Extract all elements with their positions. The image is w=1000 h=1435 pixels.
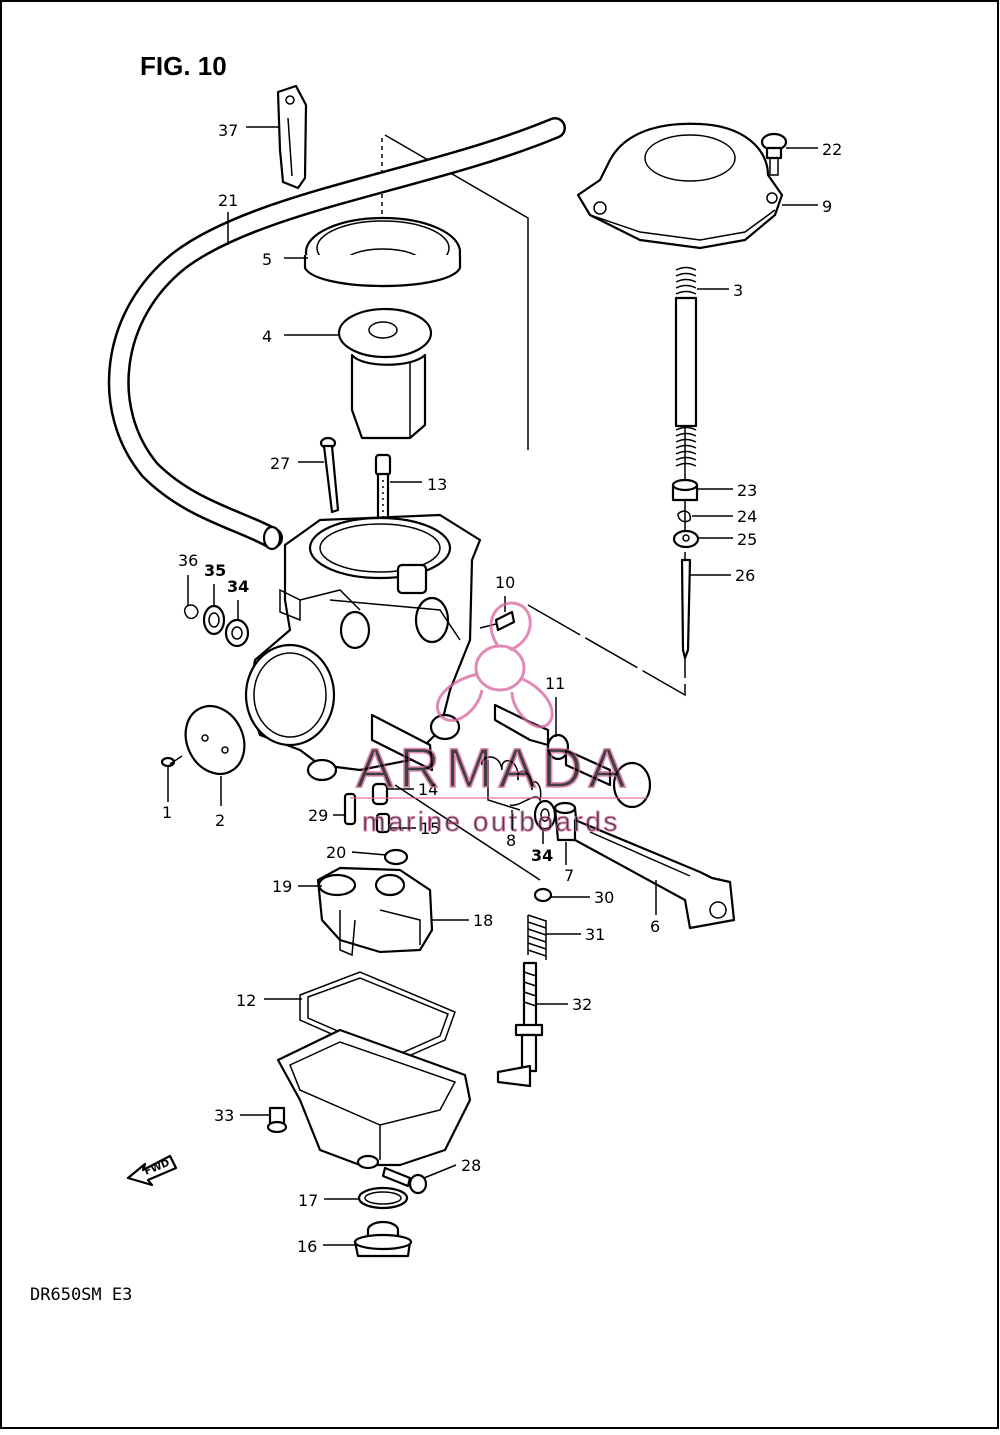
part-screw-33 xyxy=(266,1106,288,1134)
part-spring-3 xyxy=(674,266,698,467)
part-plug-16 xyxy=(353,1220,413,1258)
callout-18: 18 xyxy=(473,911,493,930)
callout-17: 17 xyxy=(298,1191,318,1210)
callout-21: 21 xyxy=(218,191,238,210)
callout-34a: 34 xyxy=(227,577,249,596)
part-screw-27 xyxy=(319,436,340,514)
callout-36: 36 xyxy=(178,551,198,570)
callout-37: 37 xyxy=(218,121,238,140)
callout-29: 29 xyxy=(308,806,328,825)
callout-31: 31 xyxy=(585,925,605,944)
callout-7: 7 xyxy=(564,866,574,885)
callout-6: 6 xyxy=(650,917,660,936)
callout-3: 3 xyxy=(733,281,743,300)
part-oring-17 xyxy=(357,1186,409,1210)
part-clip-37 xyxy=(276,84,308,190)
callout-13: 13 xyxy=(427,475,447,494)
callout-9: 9 xyxy=(822,197,832,216)
part-gasket-12 xyxy=(299,971,456,1063)
part-bush-7 xyxy=(553,801,580,842)
callout-5: 5 xyxy=(262,250,272,269)
callout-10: 10 xyxy=(495,573,515,592)
leader-lines xyxy=(167,126,818,1246)
part-screw-28 xyxy=(381,1166,428,1195)
propeller-logo xyxy=(436,601,554,729)
callout-26: 26 xyxy=(735,566,755,585)
part-pump-18 xyxy=(316,866,434,957)
callout-27: 27 xyxy=(270,454,290,473)
part-screw-10 xyxy=(479,610,516,632)
callout-33: 33 xyxy=(214,1106,234,1125)
callout-12: 12 xyxy=(236,991,256,1010)
leader-line-20 xyxy=(351,851,387,856)
watermark: ARMADA marine outboards xyxy=(350,601,648,838)
part-spring-31 xyxy=(527,914,547,960)
callout-11: 11 xyxy=(545,674,565,693)
part-oring-30 xyxy=(533,887,553,903)
part-washer-34a xyxy=(224,618,250,648)
part-jet-14 xyxy=(371,782,389,806)
fwd-arrow-icon: FWD xyxy=(126,1154,178,1187)
callout-24: 24 xyxy=(737,507,757,526)
model-code: DR650SM E3 xyxy=(30,1285,132,1305)
leader-line-28 xyxy=(423,1164,457,1179)
part-jet-29 xyxy=(343,792,357,826)
part-screw-1 xyxy=(160,755,183,768)
part-diaphragm-5 xyxy=(303,216,462,288)
callout-15: 15 xyxy=(420,819,440,838)
callout-34b: 34 xyxy=(531,846,553,865)
part-oring-20 xyxy=(383,848,409,866)
callout-28: 28 xyxy=(461,1156,481,1175)
part-plate-2 xyxy=(184,705,246,775)
part-screw-32 xyxy=(496,961,544,1088)
part-piston-4 xyxy=(337,307,433,440)
callout-16: 16 xyxy=(297,1237,317,1256)
callout-20: 20 xyxy=(326,843,346,862)
callout-25: 25 xyxy=(737,530,757,549)
watermark-tagline: marine outboards xyxy=(362,806,620,837)
callout-14: 14 xyxy=(418,780,438,799)
callout-30: 30 xyxy=(594,888,614,907)
part-screw-22 xyxy=(760,132,788,176)
part-washer-35 xyxy=(202,604,226,636)
callout-22: 22 xyxy=(822,140,842,159)
watermark-name: ARMADA xyxy=(356,736,632,799)
callout-32: 32 xyxy=(572,995,592,1014)
callout-4: 4 xyxy=(262,327,272,346)
figure-title: FIG. 10 xyxy=(140,51,227,81)
part-needle-jet-13 xyxy=(374,453,392,546)
callout-19: 19 xyxy=(272,877,292,896)
callout-35: 35 xyxy=(204,561,226,580)
callout-8: 8 xyxy=(506,831,516,850)
part-needle-set xyxy=(671,478,700,660)
part-top-cover-9 xyxy=(576,122,784,250)
callout-2: 2 xyxy=(215,811,225,830)
part-carburetor-body xyxy=(244,513,482,782)
part-shaft-6 xyxy=(573,818,736,930)
part-float-bowl xyxy=(276,1028,472,1170)
part-jet-15 xyxy=(375,812,391,834)
callout-23: 23 xyxy=(737,481,757,500)
part-hose-21 xyxy=(107,117,566,551)
callout-1: 1 xyxy=(162,803,172,822)
part-clip-36 xyxy=(183,604,199,620)
